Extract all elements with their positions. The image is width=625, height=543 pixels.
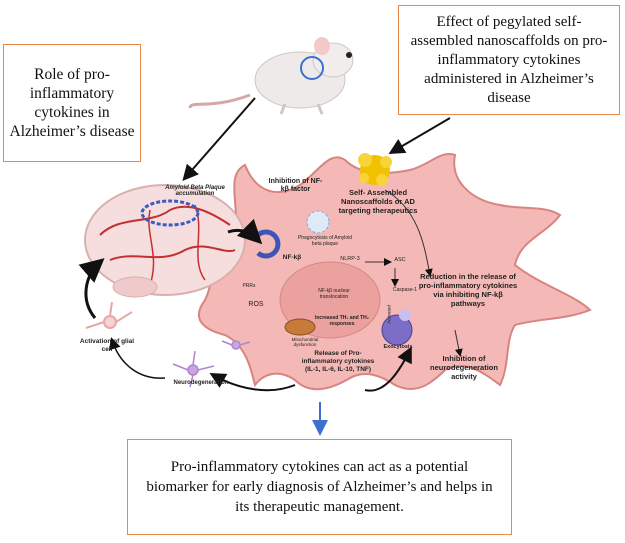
effect-text: Effect of pegylated self-assembled nanos… xyxy=(410,13,608,106)
arrow-neuro-to-glial xyxy=(109,337,166,379)
exocytosis-cell-icon xyxy=(381,314,413,346)
label-ros: ROS xyxy=(248,301,264,308)
role-box: Role of pro-inflammatory cytokines in Al… xyxy=(3,44,141,162)
arrow-release-to-neuro xyxy=(209,373,296,392)
arrow-release-to-exocytosis xyxy=(364,346,412,392)
label-prrs: PRRs xyxy=(242,283,256,289)
effect-box: Effect of pegylated self-assembled nanos… xyxy=(398,5,620,115)
conclusion-text: Pro-inflammatory cytokines can act as a … xyxy=(146,459,493,515)
label-th-responses: Increased TH₁ and TH₂ responses xyxy=(314,315,370,327)
glial-cell-icon xyxy=(85,301,133,329)
label-nlrp3: NLRP-3 xyxy=(340,256,360,262)
brain-illustration xyxy=(84,184,246,298)
arrow-glial-to-brain xyxy=(78,258,105,319)
arrow-reduction-to-inhibition xyxy=(454,329,463,357)
label-asc: ASC xyxy=(394,257,406,263)
label-nfkb-translocation: NF-kβ nuclear translocation xyxy=(318,288,350,300)
arrow-brain-to-cell xyxy=(227,218,263,245)
nanoscaffold-icon xyxy=(358,153,392,186)
arrow-effect-to-cell xyxy=(388,117,451,155)
receptor-icon xyxy=(256,229,281,259)
label-glial: Activation of glial cell xyxy=(79,338,135,353)
mouse-illustration xyxy=(188,37,354,115)
arrow-nano-to-reduction xyxy=(384,189,433,277)
label-activated: Activated xyxy=(386,305,392,324)
conclusion-box: Pro-inflammatory cytokines can act as a … xyxy=(127,439,512,535)
phagosome-icon xyxy=(306,210,330,234)
label-inhibition-nfkb: Inhibition of NF-kβ factor xyxy=(268,178,323,193)
label-nfkb: NF-kβ xyxy=(282,254,302,261)
label-amyloid-plaque: Amyloid Beta Plaque accumulation xyxy=(165,185,225,197)
label-phagocytosis: Phagocytosis of Amyloid beta plaque xyxy=(297,235,353,247)
label-nanoscaffolds: Self- Assembled Nanoscaffolds or AD targ… xyxy=(338,188,418,215)
label-caspase: Caspase-1 xyxy=(392,287,418,293)
label-reduction: Reduction in the release of pro-inflamma… xyxy=(418,272,518,308)
role-text: Role of pro-inflammatory cytokines in Al… xyxy=(9,66,135,140)
label-mito: Mitochondrial dysfunction xyxy=(291,337,319,347)
neuron-icon xyxy=(172,340,251,388)
label-exocytosis: Exocytosis xyxy=(383,344,413,350)
label-inhibition-neuro: Inhibition of neurodegeneration activity xyxy=(430,354,498,381)
mitochondrion-icon xyxy=(284,318,316,336)
label-release: Release of Pro-inflammatory cytokines (I… xyxy=(301,350,375,373)
label-neurodegeneration: Neurodegeneration xyxy=(173,380,229,386)
arrow-role-to-brain xyxy=(182,97,256,182)
injection-site-circle xyxy=(300,56,324,80)
